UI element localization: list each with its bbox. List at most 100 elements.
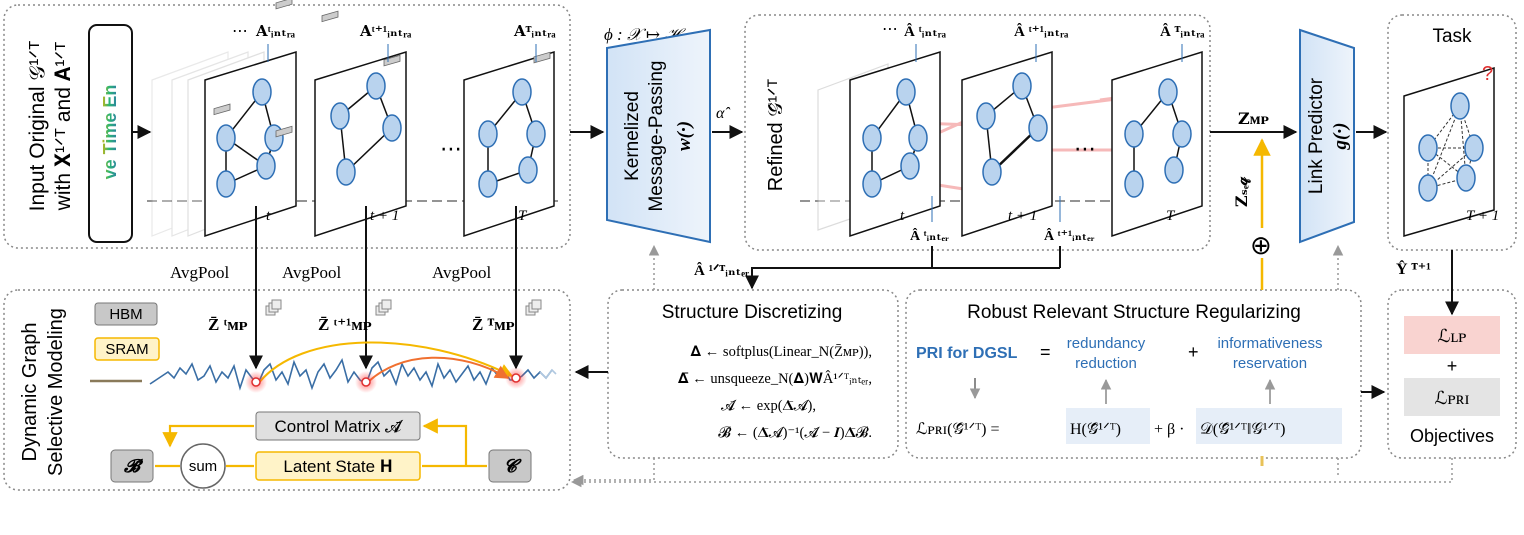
input-time-T: T	[518, 208, 528, 224]
task-title: Task	[1432, 26, 1472, 47]
y-hat-label: Ŷ ᵀ⁺¹	[1396, 259, 1431, 278]
skip-arc-short	[365, 356, 510, 385]
input-time-t: t	[266, 208, 271, 224]
stack-icons	[265, 299, 542, 316]
pri-plus: +	[1188, 342, 1199, 362]
input-adj-label-t: 𝐀ᵗᵢₙₜᵣₐ	[255, 24, 296, 40]
control-matrix-box	[255, 411, 421, 441]
objectives-title: Objectives	[1410, 426, 1494, 446]
term2-line1: informativeness	[1217, 335, 1322, 352]
selective-label-line1: Dynamic Graph	[19, 323, 41, 462]
kernel-alpha: α̂	[716, 105, 730, 122]
discretize-eq2: 𝚫̄ ← unsqueeze_N(𝚫)𝐖Â¹ᐟᵀᵢₙₜₑᵣ,	[678, 370, 872, 387]
input-graph-T	[463, 50, 555, 238]
z-mp-label: 𝐙ᴍᴘ	[1238, 111, 1269, 128]
regularize-title: Robust Relevant Structure Regularizing	[967, 302, 1301, 323]
refined-time-t1: t + 1	[1008, 208, 1037, 224]
input-ellipsis-mid: ⋯	[440, 136, 462, 161]
input-label-line1: Input Original 𝒢¹ᐟᵀ	[26, 41, 49, 212]
refined-graph-t	[849, 50, 941, 238]
hbm-label: HBM	[109, 306, 142, 323]
discretize-eq1: 𝚫 ← softplus(Linear_N(Z̄ᴍᴘ)),	[690, 344, 872, 360]
predictor-func: g(·)	[1330, 123, 1351, 151]
input-time-t1: t + 1	[370, 208, 399, 224]
input-label-line2: with 𝐗¹ᐟᵀ and 𝐀¹ᐟᵀ	[52, 42, 75, 212]
refined-graph-t1	[961, 50, 1053, 238]
oplus-symbol: ⊕	[1250, 230, 1272, 260]
control-matrix-label: Control Matrix 𝓐̄	[275, 417, 405, 436]
kernel-line1: Kernelized	[622, 91, 643, 181]
refined-label: Refined 𝒢̂¹ᐟᵀ	[765, 78, 787, 191]
term1-line2: reduction	[1075, 355, 1137, 372]
sum-node	[180, 443, 226, 489]
pri-label: PRI for DGSL	[916, 345, 1018, 362]
discretize-eq4: 𝓑̄ ← (𝚫̄𝓐)⁻¹(𝓐̄ − 𝑰)𝚫̄𝓑.	[718, 425, 872, 441]
sram-label: SRAM	[105, 341, 148, 358]
term1-line1: redundancy	[1067, 335, 1146, 352]
time-encoding-box	[88, 24, 133, 243]
refined-adj-label-t: Â ᵗᵢₙₜᵣₐ	[904, 23, 947, 40]
objectives-plus: +	[1447, 356, 1458, 376]
arrow-inter-to-discretize	[745, 246, 933, 290]
selective-label-line2: Selective Modeling	[45, 308, 67, 476]
z-seq-label: 𝐙ₛₑ𝓆	[1234, 176, 1252, 207]
kernel-func: w(·)	[674, 121, 695, 151]
beta-term: + β ·	[1154, 421, 1185, 438]
flow-control-to-b	[162, 424, 254, 448]
flow-to-control	[422, 418, 468, 466]
z-bar-label-t: Z̄ ᵗᴍᴘ	[208, 315, 248, 334]
refined-panel-box	[744, 14, 1211, 251]
signal-tail	[539, 368, 557, 380]
dotted-loop-objectives	[570, 458, 1453, 488]
avgpool-label-T: AvgPool	[432, 263, 491, 282]
skip-arc-long	[257, 341, 514, 385]
point-t	[251, 377, 261, 387]
l-lp-box	[1404, 316, 1500, 354]
discretize-eq3: 𝓐̄ ← exp(𝚫̄𝓐),	[721, 398, 816, 414]
b-bar-box	[110, 449, 154, 483]
h-term-bg	[1066, 408, 1150, 444]
sum-label: sum	[189, 458, 217, 475]
inter-all-label: Â ¹ᐟᵀᵢₙₜₑᵣ	[694, 262, 749, 279]
refined-inter-label-t1: Â ᵗ⁺¹ᵢₙₜₑᵣ	[1044, 227, 1095, 244]
input-graph-t1	[314, 10, 407, 238]
input-panel-box	[3, 4, 571, 249]
task-question-mark: ?	[1482, 63, 1493, 85]
refined-adj-label-T: Â ᵀᵢₙₜᵣₐ	[1160, 23, 1205, 40]
link-predictor-block	[1299, 28, 1355, 244]
kernel-line2: Message-Passing	[646, 60, 667, 211]
input-graph-t	[204, 0, 297, 238]
z-bar-label-T: Z̄ ᵀᴍᴘ	[472, 315, 515, 334]
d-term: 𝒟(𝒢̂¹ᐟᵀ‖𝒢¹ᐟᵀ)	[1200, 421, 1285, 438]
signal-waveform	[149, 357, 553, 391]
refined-inter-label-t: Â ᵗᵢₙₜₑᵣ	[910, 227, 949, 244]
term2-line2: reservation	[1233, 355, 1307, 372]
point-T	[511, 373, 521, 383]
kernel-block	[606, 28, 711, 244]
refined-adj-label-t1: Â ᵗ⁺¹ᵢₙₜᵣₐ	[1014, 23, 1069, 40]
pri-equals: =	[1040, 342, 1051, 362]
refined-time-t: t	[900, 208, 905, 224]
latent-state-label: Latent State 𝐇	[283, 457, 392, 476]
h-term: H(𝒢̂¹ᐟᵀ)	[1070, 421, 1121, 438]
refined-time-T: T	[1166, 208, 1176, 224]
task-time-label: T + 1	[1466, 208, 1499, 224]
hbm-badge	[94, 302, 158, 326]
dotted-loop-discretize	[572, 458, 655, 486]
refined-graph-T	[1111, 50, 1203, 238]
discretize-panel-box	[607, 289, 899, 459]
task-graph	[1403, 66, 1495, 237]
l-pri-label: ℒᴘʀɪ	[1435, 388, 1470, 408]
avgpool-label-t1: AvgPool	[282, 263, 341, 282]
selective-panel-box	[3, 289, 571, 491]
avgpool-label-t: AvgPool	[170, 263, 229, 282]
input-ellipsis-top: ⋯	[232, 23, 248, 40]
pri-lhs: ℒᴘʀɪ(𝒢̂¹ᐟᵀ) =	[916, 421, 1000, 438]
discretize-title: Structure Discretizing	[662, 302, 843, 323]
predictor-line1: Link Predictor	[1306, 77, 1327, 194]
l-pri-box	[1404, 378, 1500, 416]
refined-ellipsis-mid: ⋯	[1074, 136, 1096, 161]
input-adj-label-t1: 𝐀ᵗ⁺¹ᵢₙₜᵣₐ	[359, 24, 412, 40]
input-label: Input Original 𝒢¹ᐟᵀ with 𝐗¹ᐟᵀ and 𝐀¹ᐟᵀ	[26, 41, 75, 212]
